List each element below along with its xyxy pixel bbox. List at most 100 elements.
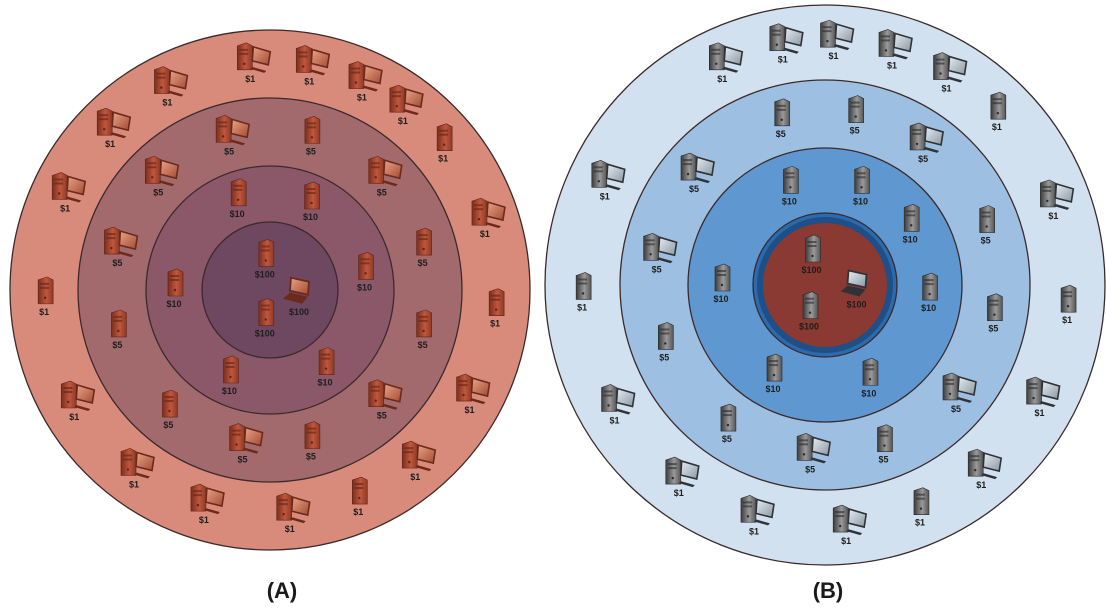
value-label: $5 [776, 129, 786, 139]
tower-icon [658, 322, 674, 350]
tower-icon [720, 403, 737, 432]
value-label: $10 [230, 209, 245, 219]
value-label: $10 [222, 386, 237, 396]
desktop-icon [909, 122, 944, 153]
tower-icon [766, 353, 783, 382]
desktop-icon [368, 155, 403, 187]
value-label: $1 [887, 60, 897, 70]
value-label: $1 [60, 203, 70, 213]
core-circle [757, 217, 893, 353]
desktop-icon [237, 42, 272, 73]
ring-3 [201, 221, 339, 359]
tower-icon [258, 239, 275, 267]
tower-icon [774, 98, 791, 127]
value-label: $1 [600, 191, 610, 201]
value-label: $10 [765, 384, 780, 394]
tower-icon [922, 272, 938, 301]
tower-icon [318, 347, 335, 375]
desktop-icon [740, 495, 775, 526]
desktop-icon [967, 448, 1003, 480]
value-label: $100 [801, 265, 821, 275]
desktop-icon [591, 159, 626, 191]
value-label: $1 [841, 536, 851, 546]
tower-icon [258, 298, 275, 326]
value-label: $1 [915, 518, 925, 528]
desktop-icon [1026, 376, 1061, 408]
value-label: $1 [438, 154, 448, 164]
desktop-icon [60, 380, 96, 411]
value-label: $100 [255, 329, 275, 339]
tower-icon [802, 291, 819, 320]
desktop-icon [215, 115, 251, 146]
desktop-icon [51, 172, 87, 203]
tower-icon [167, 268, 184, 297]
value-label: $100 [799, 322, 819, 332]
tower-icon [783, 165, 799, 194]
desktop-icon [389, 84, 424, 116]
desktop-icon [820, 19, 855, 51]
value-label: $5 [418, 340, 428, 350]
tower-icon [304, 181, 320, 210]
tower-icon [37, 276, 54, 305]
desktop-icon [769, 23, 804, 54]
tower-icon [304, 116, 321, 144]
value-label: $5 [163, 420, 173, 430]
value-label: $5 [850, 126, 860, 136]
value-label: $1 [304, 76, 314, 86]
desktop-icon [643, 232, 678, 264]
value-label: $1 [105, 139, 115, 149]
tower-icon [987, 293, 1003, 321]
desktop-icon [348, 61, 383, 92]
value-label: $1 [577, 302, 587, 312]
tower-icon [416, 309, 432, 338]
value-label: $10 [853, 196, 868, 206]
value-label: $1 [941, 84, 951, 94]
value-label: $1 [465, 405, 475, 415]
desktop-icon [96, 107, 132, 139]
value-label: $10 [713, 294, 728, 304]
desktop-icon [456, 373, 491, 405]
value-label: $5 [722, 434, 732, 444]
value-label: $100 [846, 300, 866, 310]
value-label: $5 [306, 452, 316, 462]
tower-icon [903, 204, 920, 232]
desktop-icon [471, 197, 506, 229]
value-label: $5 [306, 146, 316, 156]
value-label: $5 [659, 352, 669, 362]
tower-icon [575, 272, 592, 300]
tower-icon [111, 309, 127, 338]
desktop-icon [104, 226, 139, 258]
value-label: $1 [129, 479, 139, 489]
value-label: $1 [480, 229, 490, 239]
value-label: $5 [418, 258, 428, 268]
value-label: $1 [828, 51, 838, 61]
tower-icon [436, 123, 453, 152]
tower-icon [979, 205, 995, 233]
tower-icon [488, 288, 505, 316]
tower-icon [913, 487, 930, 515]
desktop-icon [401, 440, 437, 472]
tower-icon [805, 234, 821, 263]
value-label: $1 [717, 74, 727, 84]
desktop-icon [878, 29, 913, 60]
value-label: $5 [951, 404, 961, 414]
tower-icon [416, 227, 432, 256]
desktop-icon [680, 152, 715, 184]
value-label: $10 [166, 299, 181, 309]
desktop-icon [295, 45, 331, 76]
tower-icon [223, 355, 239, 384]
value-label: $5 [918, 154, 928, 164]
tower-icon [352, 476, 368, 505]
value-label: $1 [245, 74, 255, 84]
value-label: $1 [353, 507, 363, 517]
value-label: $5 [377, 411, 387, 421]
tower-icon [358, 252, 374, 280]
laptop-icon [840, 269, 868, 297]
value-label: $5 [153, 187, 163, 197]
value-label: $1 [1048, 211, 1058, 221]
value-label: $10 [303, 212, 318, 222]
value-label: $1 [199, 515, 209, 525]
value-label: $5 [689, 184, 699, 194]
desktop-icon [120, 448, 155, 479]
